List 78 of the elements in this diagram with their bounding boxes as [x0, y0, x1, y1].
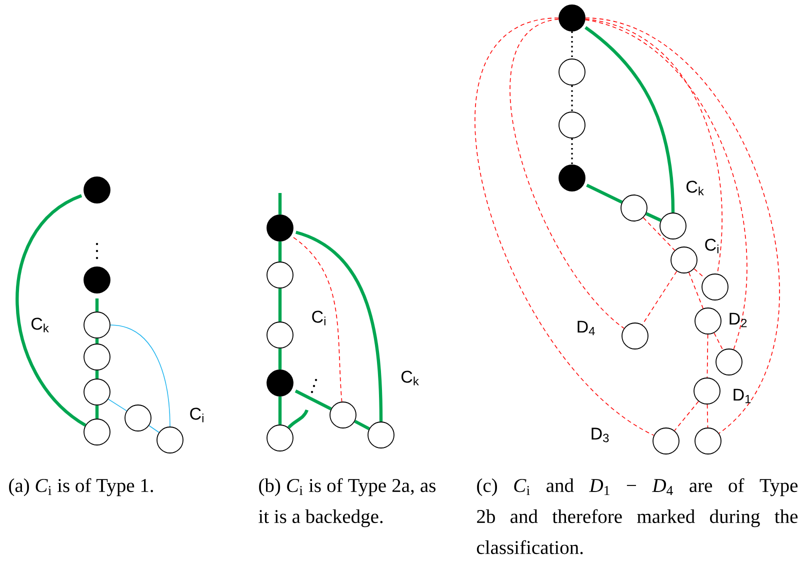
vertex: [702, 274, 728, 300]
cycle-label: C$_{i}$: [190, 408, 204, 422]
vertex: [124, 404, 152, 432]
cycle-label: C$_{i}$: [312, 310, 326, 326]
edge: [110, 324, 170, 427]
vertex: [694, 428, 722, 454]
path-edge: [295, 230, 383, 422]
vertex: [660, 212, 686, 240]
vertex: [716, 348, 742, 376]
vertex: [368, 422, 394, 448]
path-edge: [95, 370, 99, 379]
vertex-label: D$_{2}$: [730, 312, 747, 328]
cycle-label: C$_{k}$: [686, 180, 704, 196]
dashed-edge: [474, 18, 654, 436]
filled-vertex: [84, 176, 110, 204]
vertex: [694, 378, 720, 404]
path-edge: [287, 409, 308, 429]
vertex: [652, 428, 680, 454]
cycle-label: C$_{k}$: [402, 370, 419, 386]
dotted-edge: [571, 85, 573, 112]
vertex: [558, 112, 586, 138]
path-edge: [646, 212, 662, 222]
filled-vertex: [84, 266, 110, 294]
path-edge: [586, 184, 623, 204]
caption: (b) C$_{i}$ is of Type 2a, as it is a backedge.: [258, 478, 436, 528]
vertex: [694, 308, 722, 334]
filled-vertex: [266, 370, 294, 396]
path-edge: [294, 389, 332, 410]
vertex-label: D$_{4}$: [578, 320, 595, 336]
vertex: [266, 262, 294, 288]
path-edge: [95, 338, 99, 344]
vertex: [84, 312, 110, 338]
dotted-edge: [571, 31, 573, 59]
filled-vertex: [266, 214, 294, 242]
vertex: [330, 402, 356, 428]
dashed-edge: [694, 268, 706, 279]
dashed-edge: [584, 19, 747, 350]
edge: [108, 398, 128, 412]
dashed-edge: [674, 401, 699, 431]
path-edge: [95, 298, 99, 312]
vertex: [84, 378, 110, 406]
dashed-edge: [706, 404, 708, 428]
filled-vertex: [558, 4, 586, 32]
path-edge: [278, 241, 282, 262]
cycle-label: C$_{i}$: [705, 238, 718, 254]
filled-vertex: [558, 164, 586, 192]
path-edge: [584, 26, 675, 213]
edge: [148, 425, 160, 433]
vertex: [84, 344, 110, 370]
dashed-edge: [642, 270, 678, 326]
vertex: [266, 424, 294, 452]
dashed-edge: [714, 332, 724, 350]
path-edge: [278, 396, 282, 425]
path-edge: [16, 194, 86, 427]
vertex: [156, 426, 184, 454]
vertex-label: D$_{3}$: [592, 428, 609, 442]
path-edge: [95, 405, 99, 419]
vertex: [622, 322, 648, 350]
dashed-edge: [642, 217, 676, 251]
dashed-edge: [585, 18, 780, 434]
path-edge: [354, 420, 370, 430]
path-edge: [278, 288, 282, 322]
cycle-label: C$_{k}$: [32, 318, 49, 332]
path-edge: [278, 348, 282, 370]
vertex: [558, 58, 586, 86]
dashed-edge: [688, 272, 704, 309]
vertex: [84, 418, 110, 446]
vertex: [620, 194, 648, 222]
vertex-label: D$_{1}$: [734, 388, 751, 404]
vertex: [266, 322, 294, 348]
caption: (a) C$_{i}$ is of Type 1.: [9, 478, 153, 496]
path-edge: [278, 193, 282, 215]
dashed-edge: [293, 237, 342, 402]
dashed-edge: [706, 334, 708, 378]
dashed-edge: [510, 18, 624, 329]
dotted-edge: [571, 138, 573, 165]
caption: (c) C$_{i}$ and D$_{1}$ − D$_{4}$ are of Type 2b and therefore marked during the classification.: [476, 478, 798, 554]
vertex: [670, 246, 698, 274]
